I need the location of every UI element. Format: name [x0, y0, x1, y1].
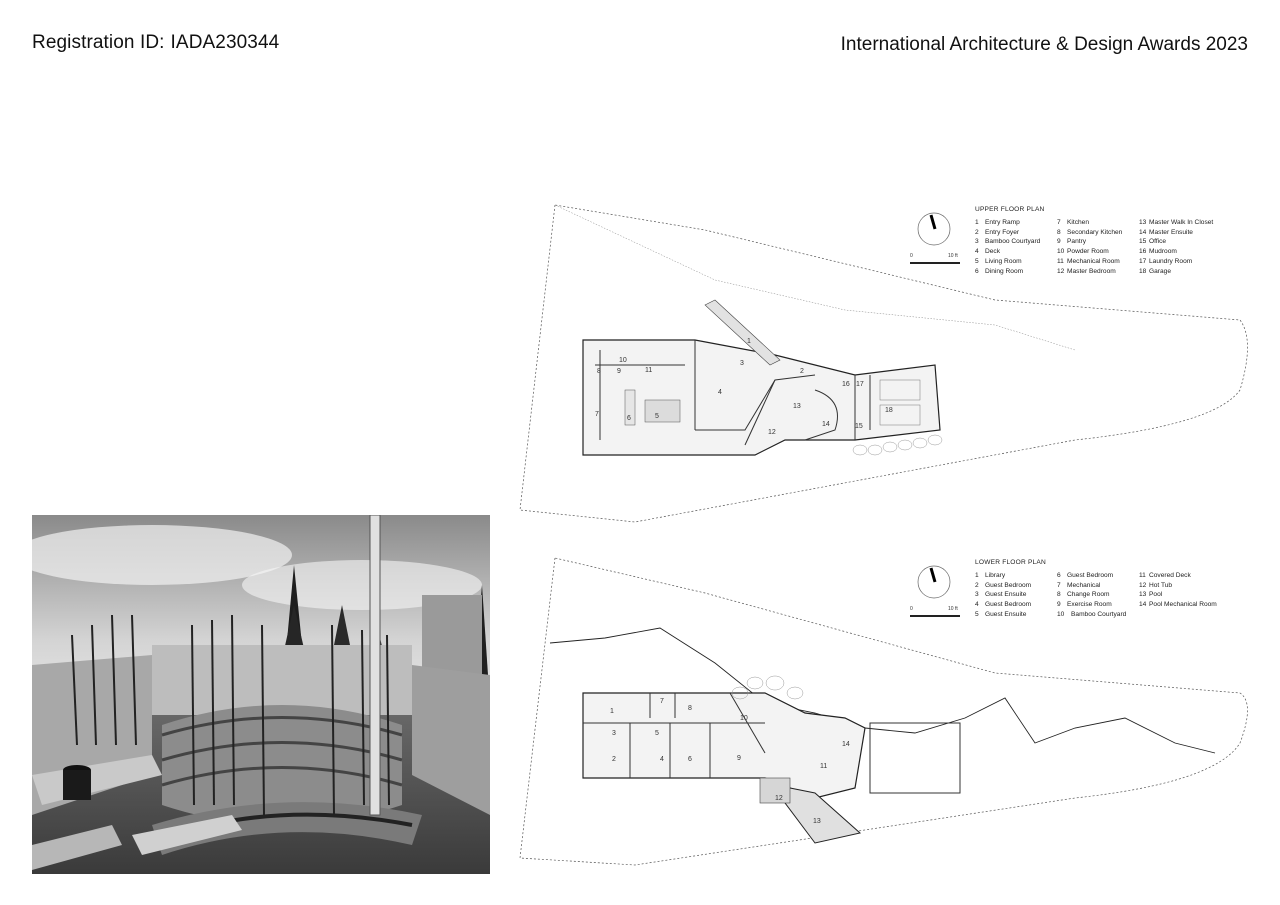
svg-text:15: 15	[855, 423, 863, 430]
svg-text:1: 1	[610, 708, 614, 715]
svg-text:11: 11	[820, 763, 827, 770]
svg-text:5: 5	[655, 413, 659, 420]
svg-text:3: 3	[612, 730, 616, 737]
svg-text:9: 9	[617, 368, 621, 375]
lower-scale-bar: 0 10 ft	[910, 606, 960, 620]
svg-text:9: 9	[737, 755, 741, 762]
upper-scale-end: 10 ft	[948, 253, 958, 259]
svg-text:7: 7	[660, 698, 664, 705]
svg-text:3: 3	[740, 360, 744, 367]
upper-scale-bar: 0 10 ft	[910, 253, 960, 267]
svg-text:13: 13	[793, 403, 801, 410]
svg-text:10: 10	[740, 715, 748, 722]
svg-text:14: 14	[842, 741, 850, 748]
lower-scale-end: 10 ft	[948, 606, 958, 612]
svg-text:1: 1	[747, 338, 751, 345]
svg-text:11: 11	[645, 367, 652, 374]
north-arrow-icon	[916, 564, 952, 605]
svg-text:12: 12	[768, 429, 776, 436]
svg-text:14: 14	[822, 421, 830, 428]
svg-text:7: 7	[595, 411, 599, 418]
svg-text:5: 5	[655, 730, 659, 737]
svg-text:8: 8	[688, 705, 692, 712]
svg-text:18: 18	[885, 407, 893, 414]
svg-text:8: 8	[597, 368, 601, 375]
upper-scale-start: 0	[910, 253, 913, 259]
svg-text:16: 16	[842, 381, 850, 388]
lower-plan-title: LOWER FLOOR PLAN	[975, 559, 1046, 566]
svg-text:6: 6	[688, 756, 692, 763]
svg-text:13: 13	[813, 818, 821, 825]
svg-text:2: 2	[800, 368, 804, 375]
lower-scale-start: 0	[910, 606, 913, 612]
svg-text:4: 4	[660, 756, 664, 763]
north-arrow-icon	[916, 211, 952, 252]
svg-text:2: 2	[612, 756, 616, 763]
construction-photo	[32, 515, 490, 874]
svg-text:6: 6	[627, 415, 631, 422]
svg-text:10: 10	[619, 357, 627, 364]
registration-id: IADA230344	[170, 32, 280, 53]
upper-plan-title: UPPER FLOOR PLAN	[975, 206, 1045, 213]
svg-text:12: 12	[775, 795, 783, 802]
svg-text:4: 4	[718, 389, 722, 396]
award-title: International Architecture & Design Awar…	[840, 34, 1248, 55]
registration-header: Registration ID:IADA230344	[32, 32, 279, 54]
registration-label: Registration ID:	[32, 32, 165, 53]
svg-text:17: 17	[856, 381, 864, 388]
